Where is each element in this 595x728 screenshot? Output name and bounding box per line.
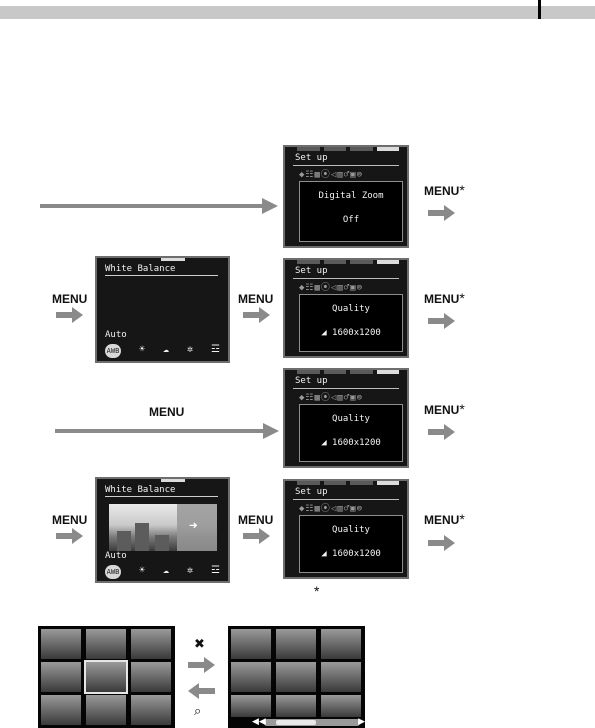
arrow-right xyxy=(56,528,83,544)
wb-icon-row: AWB ☀ ☁ ✲ ☲ xyxy=(105,565,220,579)
index-scrollbar[interactable]: ◀◀▶▶ xyxy=(252,716,372,726)
screen-title: White Balance xyxy=(105,485,176,495)
white-balance-screen-live: White Balance ➜ Auto AWB ☀ ☁ ✲ ☲ xyxy=(95,477,230,583)
setting-name: Quality xyxy=(332,525,370,535)
wb-icon-row: AWB ☀ ☁ ✲ ☲ xyxy=(105,344,220,358)
setting-name: Quality xyxy=(332,414,370,424)
arrow-right xyxy=(428,424,455,440)
arrow-right xyxy=(56,307,83,323)
menu-label: MENU xyxy=(238,292,274,306)
preview-photo: ➜ xyxy=(109,504,217,551)
screen-title: Set up xyxy=(295,376,328,386)
setup-tab-icons: ◆☷▦⦿◁▥♂▣⊜ xyxy=(299,283,363,293)
arrow-right xyxy=(188,657,215,673)
setup-screen-quality: Set up ◆☷▦⦿◁▥♂▣⊜ Quality ◢ 1600x1200 xyxy=(283,368,409,468)
setup-screen-quality: Set up ◆☷▦⦿◁▥♂▣⊜ Quality ◢ 1600x1200 xyxy=(283,479,409,579)
cloudy-icon: ☁ xyxy=(163,565,170,576)
arrow-right xyxy=(243,307,270,323)
arrow-right-icon: ➜ xyxy=(189,518,198,534)
screen-title: Set up xyxy=(295,266,328,276)
index-icon: ✖ xyxy=(194,636,205,651)
footnote-asterisk: * xyxy=(314,583,320,599)
menu-label: MENU* xyxy=(424,290,465,306)
long-arrow-row1 xyxy=(40,198,278,214)
wb-mode: Auto xyxy=(105,551,127,561)
menu-label: MENU xyxy=(52,513,88,527)
tungsten-icon: ✲ xyxy=(187,344,194,355)
fluorescent-icon: ☲ xyxy=(211,565,220,576)
arrow-right xyxy=(428,535,455,551)
menu-label: MENU xyxy=(52,292,88,306)
screen-title: White Balance xyxy=(105,264,176,274)
menu-label: MENU* xyxy=(424,401,465,417)
white-balance-screen: White Balance Auto AWB ☀ ☁ ✲ ☲ xyxy=(95,256,230,363)
long-arrow-row3 xyxy=(55,423,279,439)
setup-tab-icons: ◆☷▦⦿◁▥♂▣⊜ xyxy=(299,504,363,514)
menu-label: MENU xyxy=(238,513,274,527)
arrow-right xyxy=(428,205,455,221)
index-view-left xyxy=(38,626,175,728)
menu-label: MENU* xyxy=(424,511,465,527)
cloudy-icon: ☁ xyxy=(163,344,170,355)
awb-icon: AWB xyxy=(105,565,121,579)
fluorescent-icon: ☲ xyxy=(211,344,220,355)
screen-title: Set up xyxy=(295,153,328,163)
setting-value: ◢ 1600x1200 xyxy=(321,438,381,448)
arrow-left xyxy=(188,683,215,699)
setting-value: ◢ 1600x1200 xyxy=(321,328,381,338)
header-bar xyxy=(0,0,595,19)
arrow-right xyxy=(428,313,455,329)
setting-value: Off xyxy=(342,215,360,225)
setup-tab-icons: ◆☷▦⦿◁▥♂▣⊜ xyxy=(299,393,363,403)
menu-label: MENU* xyxy=(424,182,465,198)
setting-name: Quality xyxy=(332,304,370,314)
daylight-icon: ☀ xyxy=(138,565,146,576)
index-view-right: ◀◀▶▶ xyxy=(228,626,372,728)
daylight-icon: ☀ xyxy=(138,344,146,355)
setup-screen-digital-zoom: Set up ◆☷▦⦿◁▥♂▣⊜ Digital Zoom Off xyxy=(283,145,409,248)
screen-title: Set up xyxy=(295,487,328,497)
arrow-right xyxy=(243,528,270,544)
setup-screen-quality: Set up ◆☷▦⦿◁▥♂▣⊜ Quality ◢ 1600x1200 xyxy=(283,258,409,358)
setting-name: Digital Zoom xyxy=(318,191,384,201)
header-marker xyxy=(538,0,541,19)
awb-icon: AWB xyxy=(105,344,121,358)
setting-value: ◢ 1600x1200 xyxy=(321,549,381,559)
magnify-icon: ⌕ xyxy=(194,703,202,718)
setup-tab-icons: ◆☷▦⦿◁▥♂▣⊜ xyxy=(299,170,363,180)
tungsten-icon: ✲ xyxy=(187,565,194,576)
menu-label: MENU xyxy=(149,405,185,419)
wb-mode: Auto xyxy=(105,330,127,340)
